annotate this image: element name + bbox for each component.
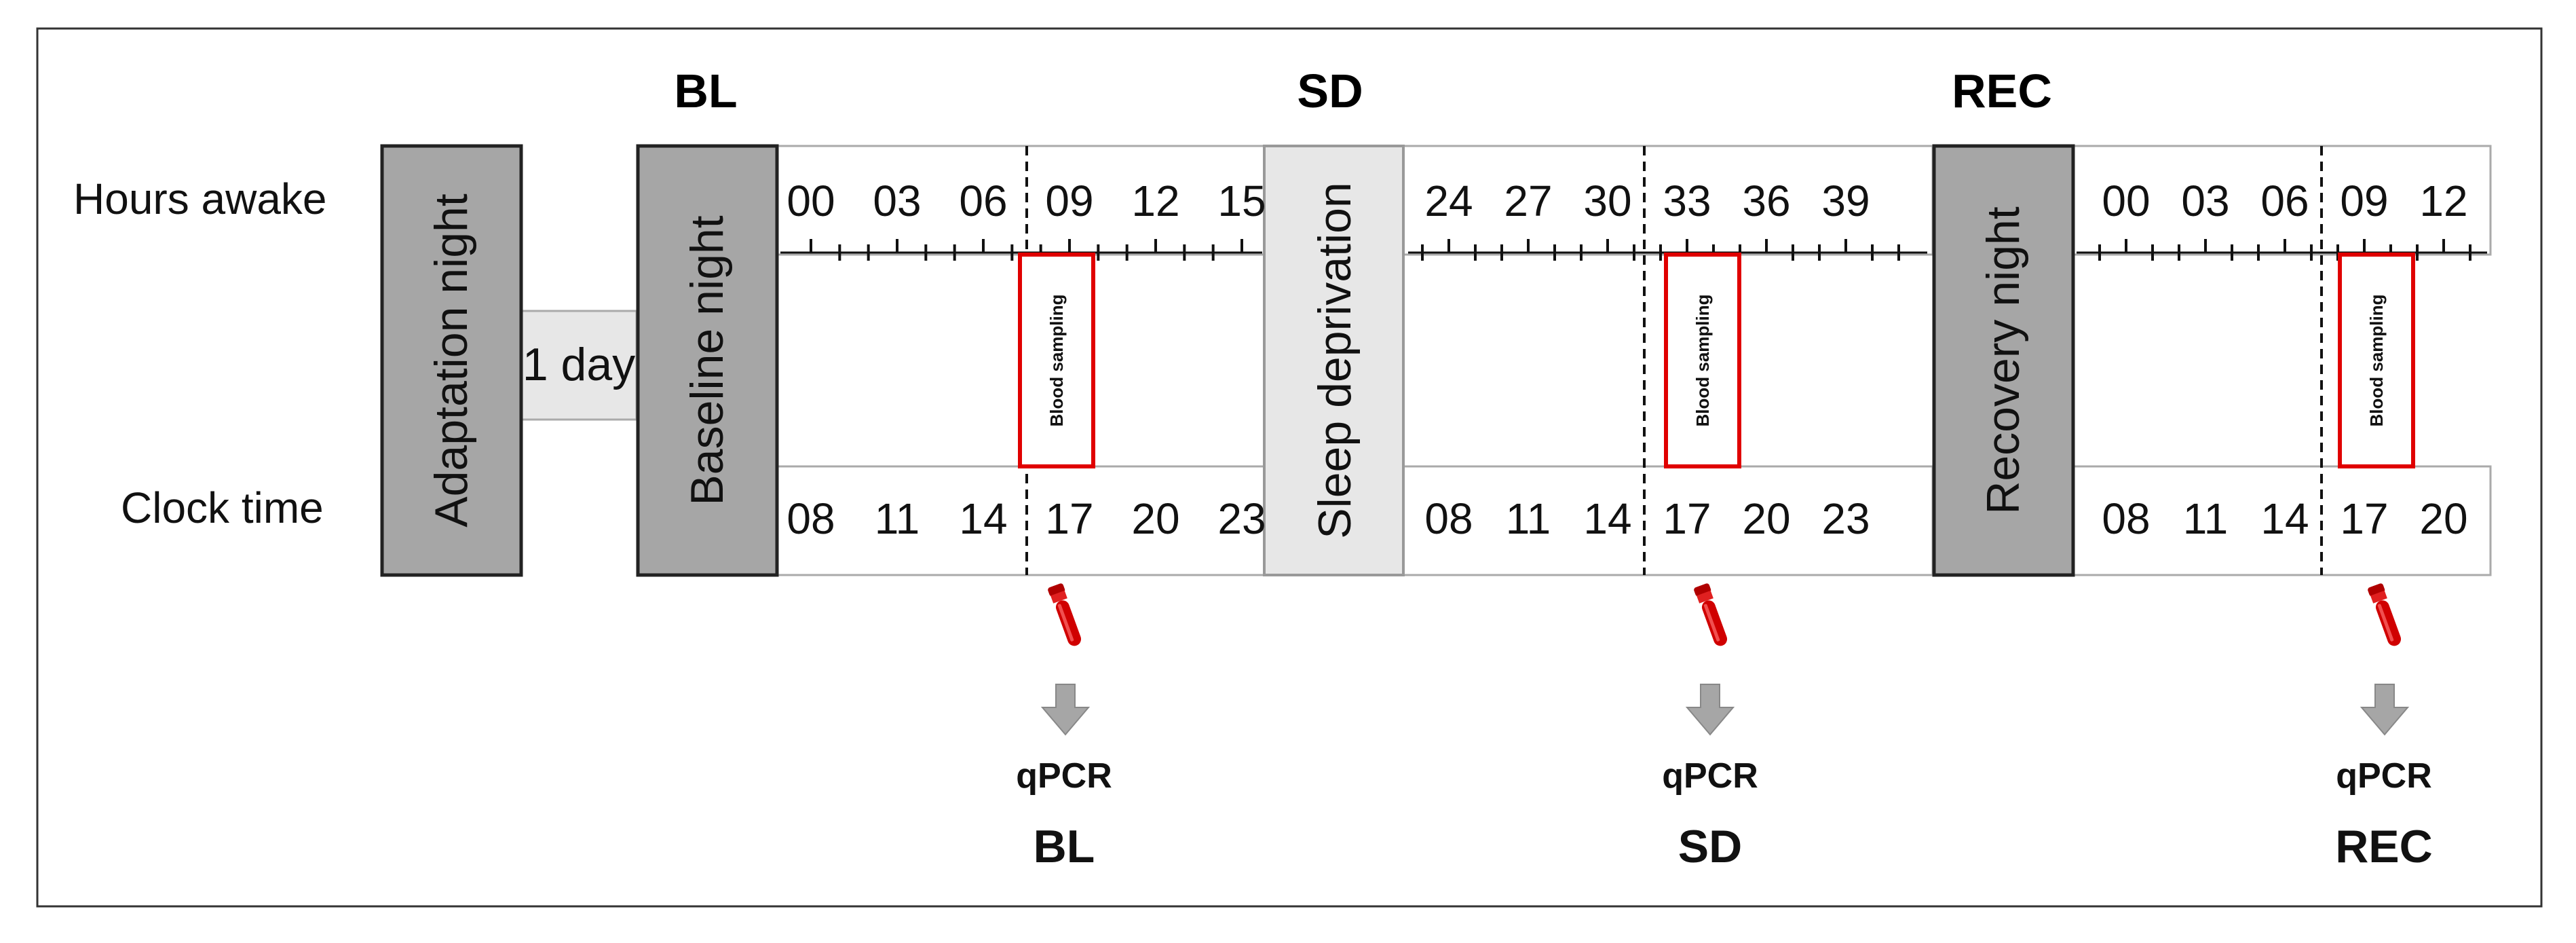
blood-tube-icon	[2368, 583, 2402, 646]
figure-frame	[36, 27, 2543, 908]
hours-awake-tick-label: 15	[1217, 177, 1266, 225]
down-arrow-icon	[1685, 684, 1735, 736]
clock-time-tick-label: 08	[1424, 494, 1473, 543]
clock-time-tick-label: 14	[959, 494, 1007, 543]
clock-time-tick-label: 17	[1045, 494, 1093, 543]
qpcr-label-sd: qPCR	[1662, 756, 1758, 796]
adaptation-night-label: Adaptation night	[425, 193, 477, 528]
tick-labels: 00 03 06 09 12 15 08 11 14 17 20 23 24 27 30 33 36 39 08 11…	[787, 177, 2467, 543]
qpcr-label-rec: qPCR	[2336, 756, 2432, 796]
clock-time-tick-label: 11	[875, 494, 920, 543]
clock-time-tick-label: 11	[2183, 494, 2228, 543]
clock-time-tick-label: 23	[1821, 494, 1870, 543]
hours-awake-tick-axes	[780, 239, 2487, 261]
blood-sampling-box	[2338, 253, 2415, 468]
outcome-bl: BL	[1034, 821, 1095, 872]
hours-awake-tick-label: 03	[2181, 177, 2229, 225]
sampling-dashed-lines	[1025, 146, 2323, 575]
clock-time-tick-label: 14	[1583, 494, 1631, 543]
baseline-night-label: Baseline night	[681, 215, 733, 505]
row-label-hours-awake: Hours awake	[73, 174, 327, 223]
blood-sampling-label: Blood sampling	[2366, 295, 2387, 427]
down-arrow-icon	[1040, 684, 1091, 736]
qpcr-label-bl: qPCR	[1016, 756, 1112, 796]
hours-awake-tick-label: 30	[1583, 177, 1631, 225]
hours-awake-tick-label: 12	[1131, 177, 1179, 225]
hours-awake-tick-label: 24	[1424, 177, 1473, 225]
hours-awake-tick-label: 36	[1742, 177, 1790, 225]
recovery-night-label: Recovery night	[1977, 206, 2029, 515]
baseline-night-box	[636, 144, 779, 577]
hours-awake-tick-label: 33	[1663, 177, 1711, 225]
hours-awake-tick-label: 00	[2102, 177, 2150, 225]
hours-awake-tick-label: 03	[873, 177, 921, 225]
blood-sampling-label: Blood sampling	[1692, 295, 1713, 427]
hours-awake-tick-label: 06	[2260, 177, 2309, 225]
clock-time-tick-label: 20	[2419, 494, 2467, 543]
blood-sampling-box	[1664, 253, 1741, 468]
strip-bottom-sd	[1402, 465, 1934, 576]
blood-sampling-window-sd: Blood sampling	[1664, 253, 1741, 468]
clock-time-tick-label: 14	[2260, 494, 2309, 543]
sleep-deprivation-box	[1263, 145, 1405, 576]
clock-time-tick-label: 23	[1217, 494, 1266, 543]
outcome-rec: REC	[2335, 821, 2433, 872]
one-day-box	[520, 310, 638, 421]
recovery-night-box	[1932, 144, 2075, 577]
header-sd: SD	[1297, 64, 1363, 117]
clock-time-tick-label: 17	[1663, 494, 1711, 543]
blood-sampling-window-bl: Blood sampling	[1018, 253, 1095, 468]
clock-time-tick-label: 20	[1131, 494, 1179, 543]
clock-time-tick-label: 08	[2102, 494, 2150, 543]
strip-top-rec	[2072, 145, 2492, 256]
clock-time-tick-label: 17	[2340, 494, 2388, 543]
strip-bottom-bl	[776, 465, 1267, 576]
clock-time-tick-label: 11	[1506, 494, 1551, 543]
strip-top-bl	[776, 145, 1267, 256]
header-rec: REC	[1952, 64, 2052, 117]
blood-sampling-label: Blood sampling	[1046, 295, 1067, 427]
hours-awake-tick-label: 12	[2419, 177, 2467, 225]
adaptation-night-box	[380, 144, 523, 577]
hours-awake-tick-label: 27	[1504, 177, 1552, 225]
outcome-sd: SD	[1678, 821, 1742, 872]
clock-time-tick-label: 20	[1742, 494, 1790, 543]
clock-time-tick-label: 08	[787, 494, 835, 543]
hours-awake-tick-label: 39	[1821, 177, 1870, 225]
one-day-label: 1 day	[523, 339, 635, 390]
hours-awake-tick-label: 06	[959, 177, 1007, 225]
blood-tube-icon	[1048, 583, 1082, 646]
hours-awake-tick-label: 09	[1045, 177, 1093, 225]
row-label-clock-time: Clock time	[121, 483, 324, 532]
sleep-deprivation-label: Sleep deprivation	[1309, 182, 1361, 538]
hours-awake-tick-label: 09	[2340, 177, 2388, 225]
down-arrow-icon	[2360, 684, 2410, 736]
hours-awake-tick-label: 00	[787, 177, 835, 225]
header-bl: BL	[674, 64, 737, 117]
blood-tube-icon	[1694, 583, 1728, 646]
blood-sampling-box	[1018, 253, 1095, 468]
blood-sampling-window-rec: Blood sampling	[2338, 253, 2415, 468]
